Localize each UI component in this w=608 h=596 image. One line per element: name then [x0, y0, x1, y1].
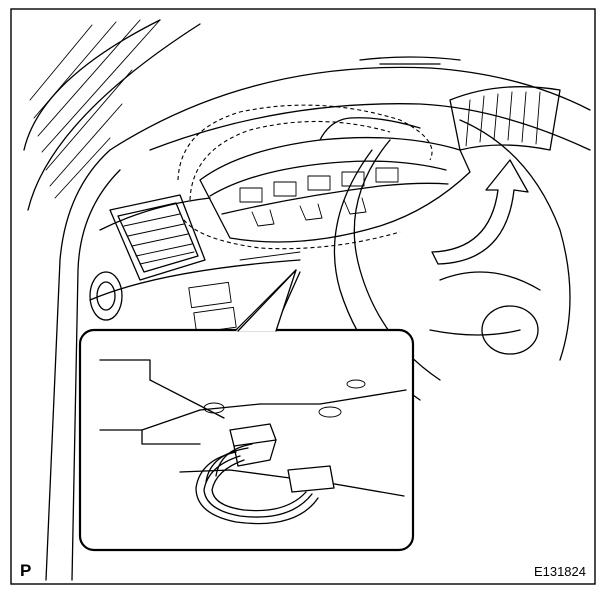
cluster-housing-dashed — [177, 104, 433, 250]
left-knob — [89, 271, 123, 321]
curved-arrow-icon — [431, 159, 529, 265]
corner-label: P — [20, 561, 31, 580]
wire-connector-icon — [229, 423, 335, 493]
detail-inset — [78, 269, 415, 552]
a-pillar — [23, 19, 201, 581]
right-air-vent — [449, 86, 561, 151]
combination-meter — [199, 117, 471, 243]
left-air-vent — [109, 194, 206, 281]
figure-id: E131824 — [534, 564, 586, 579]
